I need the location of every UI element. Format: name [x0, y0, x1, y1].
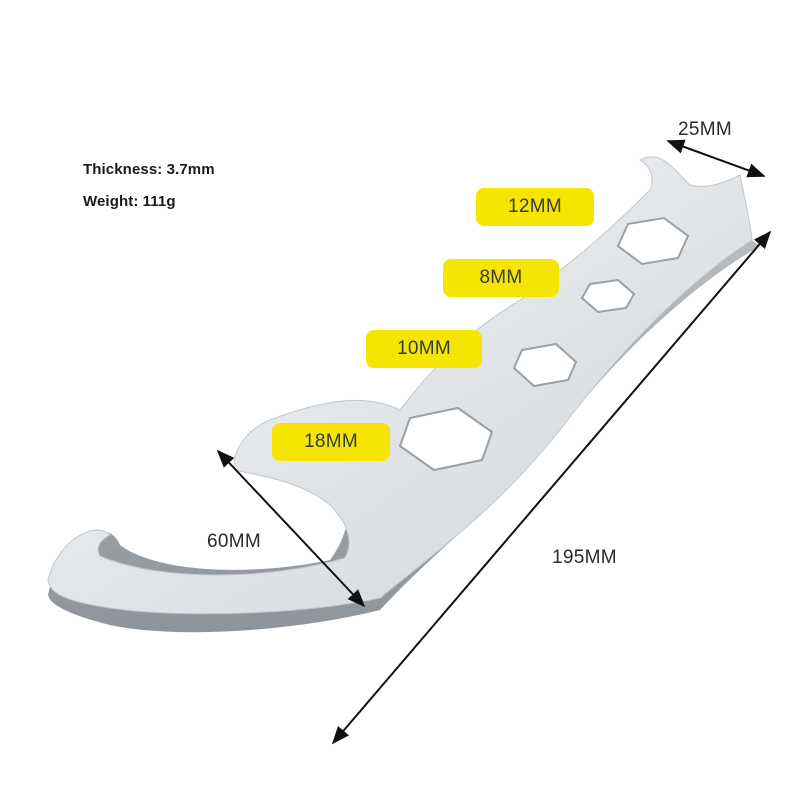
thickness-spec: Thickness: 3.7mm [83, 161, 215, 178]
weight-spec: Weight: 111g [83, 193, 176, 210]
hex-size-tag-8mm: 8MM [443, 259, 559, 297]
hex-size-tag-12mm: 12MM [476, 188, 594, 226]
dimension-label-25mm: 25MM [678, 119, 732, 140]
arrow-25mm [666, 139, 766, 178]
arrow-195mm [331, 230, 772, 745]
hex-size-tag-18mm: 18MM [272, 423, 390, 461]
dimension-label-195mm: 195MM [552, 547, 617, 568]
hex-size-tag-10mm: 10MM [366, 330, 482, 368]
dimension-label-60mm: 60MM [207, 531, 261, 552]
dimension-lines [216, 139, 772, 745]
